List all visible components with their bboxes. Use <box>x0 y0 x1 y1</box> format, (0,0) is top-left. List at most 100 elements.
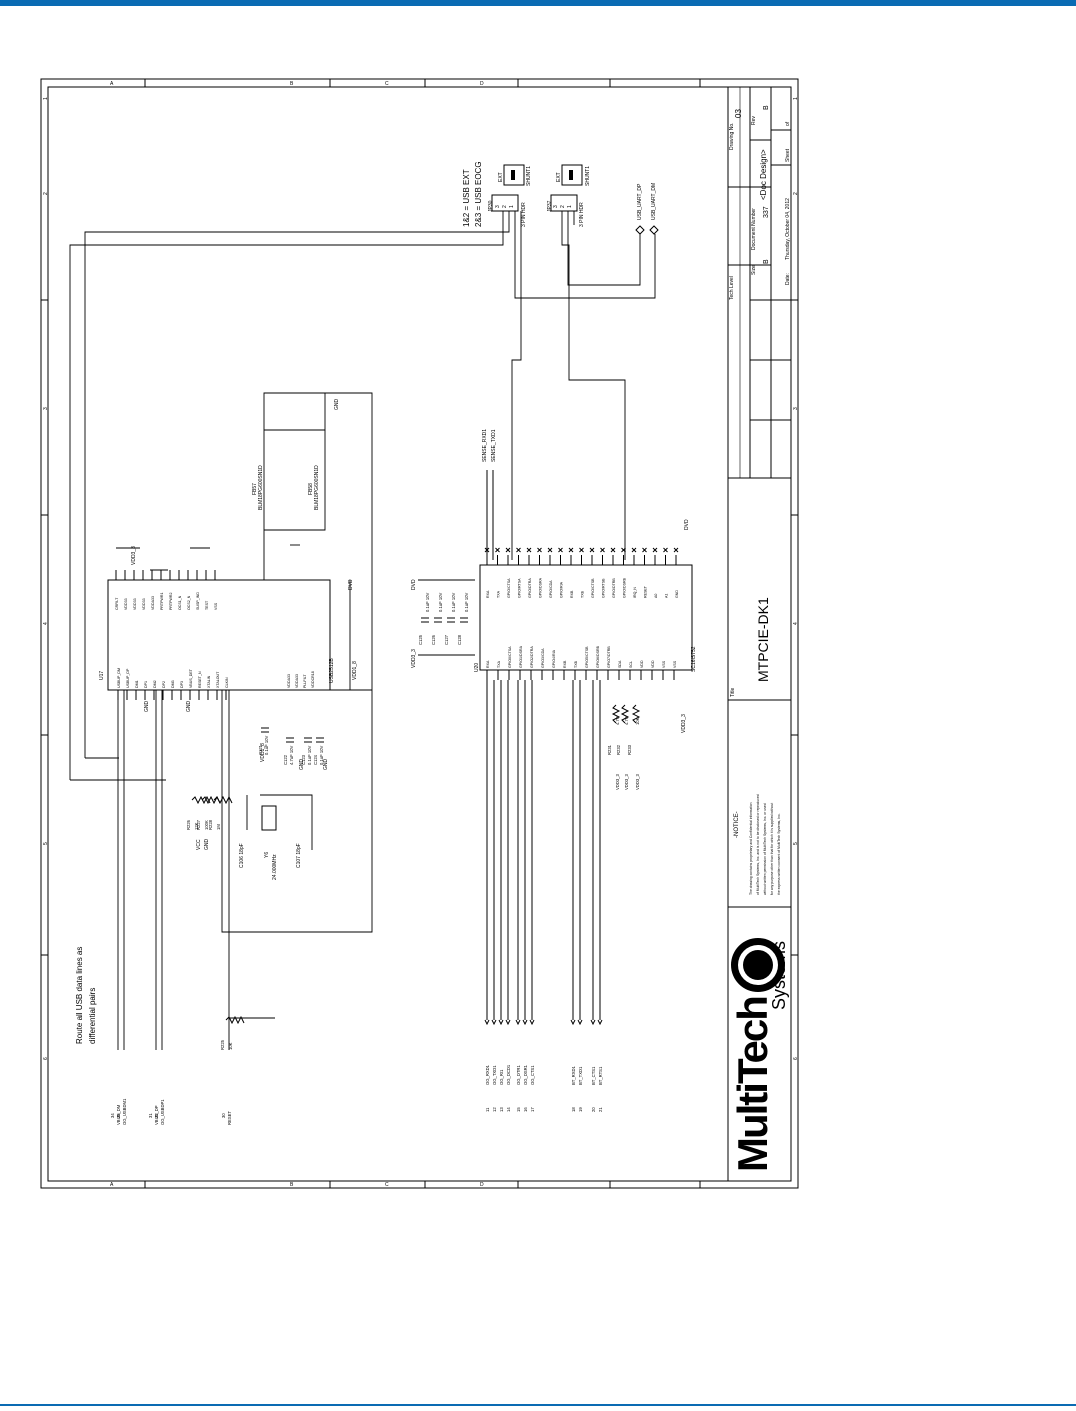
net-sense-rxd1: SENSE_RXD1 <box>482 429 488 462</box>
u20-pin-right: GPIO/DSRA <box>539 577 543 598</box>
u17-net-pin: 30 <box>221 1113 226 1118</box>
svg-text:19: 19 <box>578 1107 583 1112</box>
power-vdd33-bottom: VDD3_3 <box>681 714 687 733</box>
uart-net: OG_DTR1 <box>516 1065 521 1085</box>
header-bar <box>0 0 1076 6</box>
u17-pin-right: PRTPWR2 <box>169 592 173 610</box>
decap-ref: C125 <box>418 634 423 645</box>
notice-heading: -NOTICE- <box>734 811 740 838</box>
ferrite-fb58: FB58 <box>308 483 314 495</box>
u17-pin-right: CRFILT <box>115 597 119 610</box>
svg-text:GPIO7/DTRB: GPIO7/DTRB <box>607 646 611 668</box>
svg-text:SUSP_IND: SUSP_IND <box>196 592 200 610</box>
notice-line: of MultiTech Systems, Inc. and is not to… <box>756 794 760 895</box>
notice-line: The drawing contains proprietary and Con… <box>749 802 753 895</box>
power-gnd-2: GND <box>186 701 192 713</box>
col-label-left: 5 <box>43 842 49 845</box>
power-vcc: VCC <box>196 839 202 850</box>
svg-text:PRTPWR1: PRTPWR1 <box>160 592 164 610</box>
svg-text:FB57: FB57 <box>252 483 258 495</box>
u20-pin-left: GPIO0/CTSA <box>508 646 512 668</box>
svg-text:USB_UART_DM: USB_UART_DM <box>651 183 657 220</box>
svg-text:4.7K: 4.7K <box>615 716 620 725</box>
svg-text:DP3: DP3 <box>180 681 184 688</box>
u20-pin-right: GPIO/RIA <box>560 581 564 598</box>
svg-text:OG_CTS1: OG_CTS1 <box>530 1065 535 1085</box>
svg-text:The drawing contains proprieta: The drawing contains proprietary and Con… <box>749 802 753 895</box>
col-label-left: 1 <box>43 97 49 100</box>
u20-pin-right: GPIO/CTSA <box>507 578 511 598</box>
pullup-resistors: R2314.7KVDD3_3R2324.7KVDD3_3R23310KVDD3_… <box>607 704 641 790</box>
svg-text:3 PIN HDR: 3 PIN HDR <box>579 202 585 227</box>
svg-text:16: 16 <box>523 1107 528 1112</box>
col-label-left: 6 <box>43 1057 49 1060</box>
uart-net-pin: 11 <box>485 1107 490 1112</box>
svg-text:B: B <box>763 105 770 110</box>
u20-pin-right: GPIO/RTSB <box>602 578 606 598</box>
uart-net-pin: 13 <box>499 1107 504 1112</box>
svg-text:C127: C127 <box>444 634 449 645</box>
svg-text:PRTPWR2: PRTPWR2 <box>169 592 173 610</box>
svg-text:RESET_N: RESET_N <box>198 671 202 688</box>
resistor-value: 10K <box>228 1042 233 1050</box>
svg-text:4: 4 <box>793 622 799 625</box>
svg-text:OG_RI1: OG_RI1 <box>499 1069 504 1085</box>
svg-text:R225: R225 <box>220 1039 225 1050</box>
svg-text:A1: A1 <box>665 594 669 598</box>
uart-net: OG_DCD1 <box>506 1064 511 1085</box>
notice-line: without written permission of MultiTech … <box>763 803 767 895</box>
svg-text:A0: A0 <box>654 594 658 598</box>
svg-text:OCS2_N: OCS2_N <box>187 595 191 610</box>
svg-text:0.1uF 10V: 0.1uF 10V <box>319 745 324 765</box>
power-dvd-2: DVD <box>348 579 354 590</box>
svg-text:GPIO/DTRB: GPIO/DTRB <box>612 578 616 598</box>
u20-pin-left: SDA <box>618 660 622 668</box>
resistor-value: 100K <box>204 820 209 830</box>
svg-text:DM3: DM3 <box>171 680 175 688</box>
svg-text:12: 12 <box>492 1107 497 1112</box>
svg-text:337: 337 <box>763 206 770 218</box>
tech-level-label: Tech Level <box>729 276 735 300</box>
uart-net-pin: 16 <box>523 1107 528 1112</box>
uart-port-symbols <box>635 225 659 235</box>
svg-text:Rev: Rev <box>751 116 757 125</box>
u20-pin-right: IRQ_N <box>633 587 637 598</box>
u17-net: VBUS_DP <box>154 1105 159 1125</box>
u20-pin-right: GPIO/RTSA <box>518 578 522 598</box>
svg-text:32: 32 <box>154 1113 159 1118</box>
u20-pin-right: GPIO/DTRA <box>528 578 532 598</box>
svg-text:VBUS_DM: VBUS_DM <box>116 1104 121 1125</box>
svg-text:C124: C124 <box>313 754 318 765</box>
notice-line: for any purpose other than that for whic… <box>770 803 774 895</box>
sheet-label: Sheet <box>785 148 791 162</box>
u17-pin-right: PRTPWR1 <box>160 592 164 610</box>
u17-net-pin: 34 <box>110 1113 115 1118</box>
pullup-ref: R232 <box>616 744 621 755</box>
svg-text:the express written consent of: the express written consent of MultiTech… <box>777 813 781 895</box>
col-label-right: 4 <box>793 622 799 625</box>
uart-net: BT_RXD1 <box>571 1065 576 1085</box>
u17-pin-left: USBUP_DP <box>126 668 130 688</box>
drawing-no: 03 <box>734 109 743 118</box>
svg-text:IRQ_N: IRQ_N <box>633 587 637 598</box>
svg-text:OG_RXD1: OG_RXD1 <box>485 1064 490 1085</box>
svg-text:GPIO/RTSA: GPIO/RTSA <box>518 578 522 598</box>
svg-text:RESET: RESET <box>227 1111 232 1125</box>
col-label-right: 3 <box>793 407 799 410</box>
svg-text:OCS1_N: OCS1_N <box>178 595 182 610</box>
col-label-right: 6 <box>793 1057 799 1060</box>
svg-text:SHUNT1: SHUNT1 <box>585 166 591 186</box>
power-gnd-3: GND <box>299 759 305 771</box>
svg-text:SENSE_RXD1: SENSE_RXD1 <box>482 429 488 462</box>
u17-net: OG_USBDP1 <box>160 1099 165 1125</box>
cap-c106: C106 18pF <box>239 843 245 868</box>
u20-ref: U20 <box>474 663 480 672</box>
u17-pin-right: SUSP_IND <box>196 592 200 610</box>
svg-text:VDD33: VDD33 <box>142 598 146 610</box>
svg-text:OG_DTR1: OG_DTR1 <box>516 1065 521 1085</box>
row-label-top: C <box>385 81 389 87</box>
u20-pin-left: GPIO7/DTRB <box>607 646 611 668</box>
u20-pin-left: VSS <box>673 660 677 668</box>
